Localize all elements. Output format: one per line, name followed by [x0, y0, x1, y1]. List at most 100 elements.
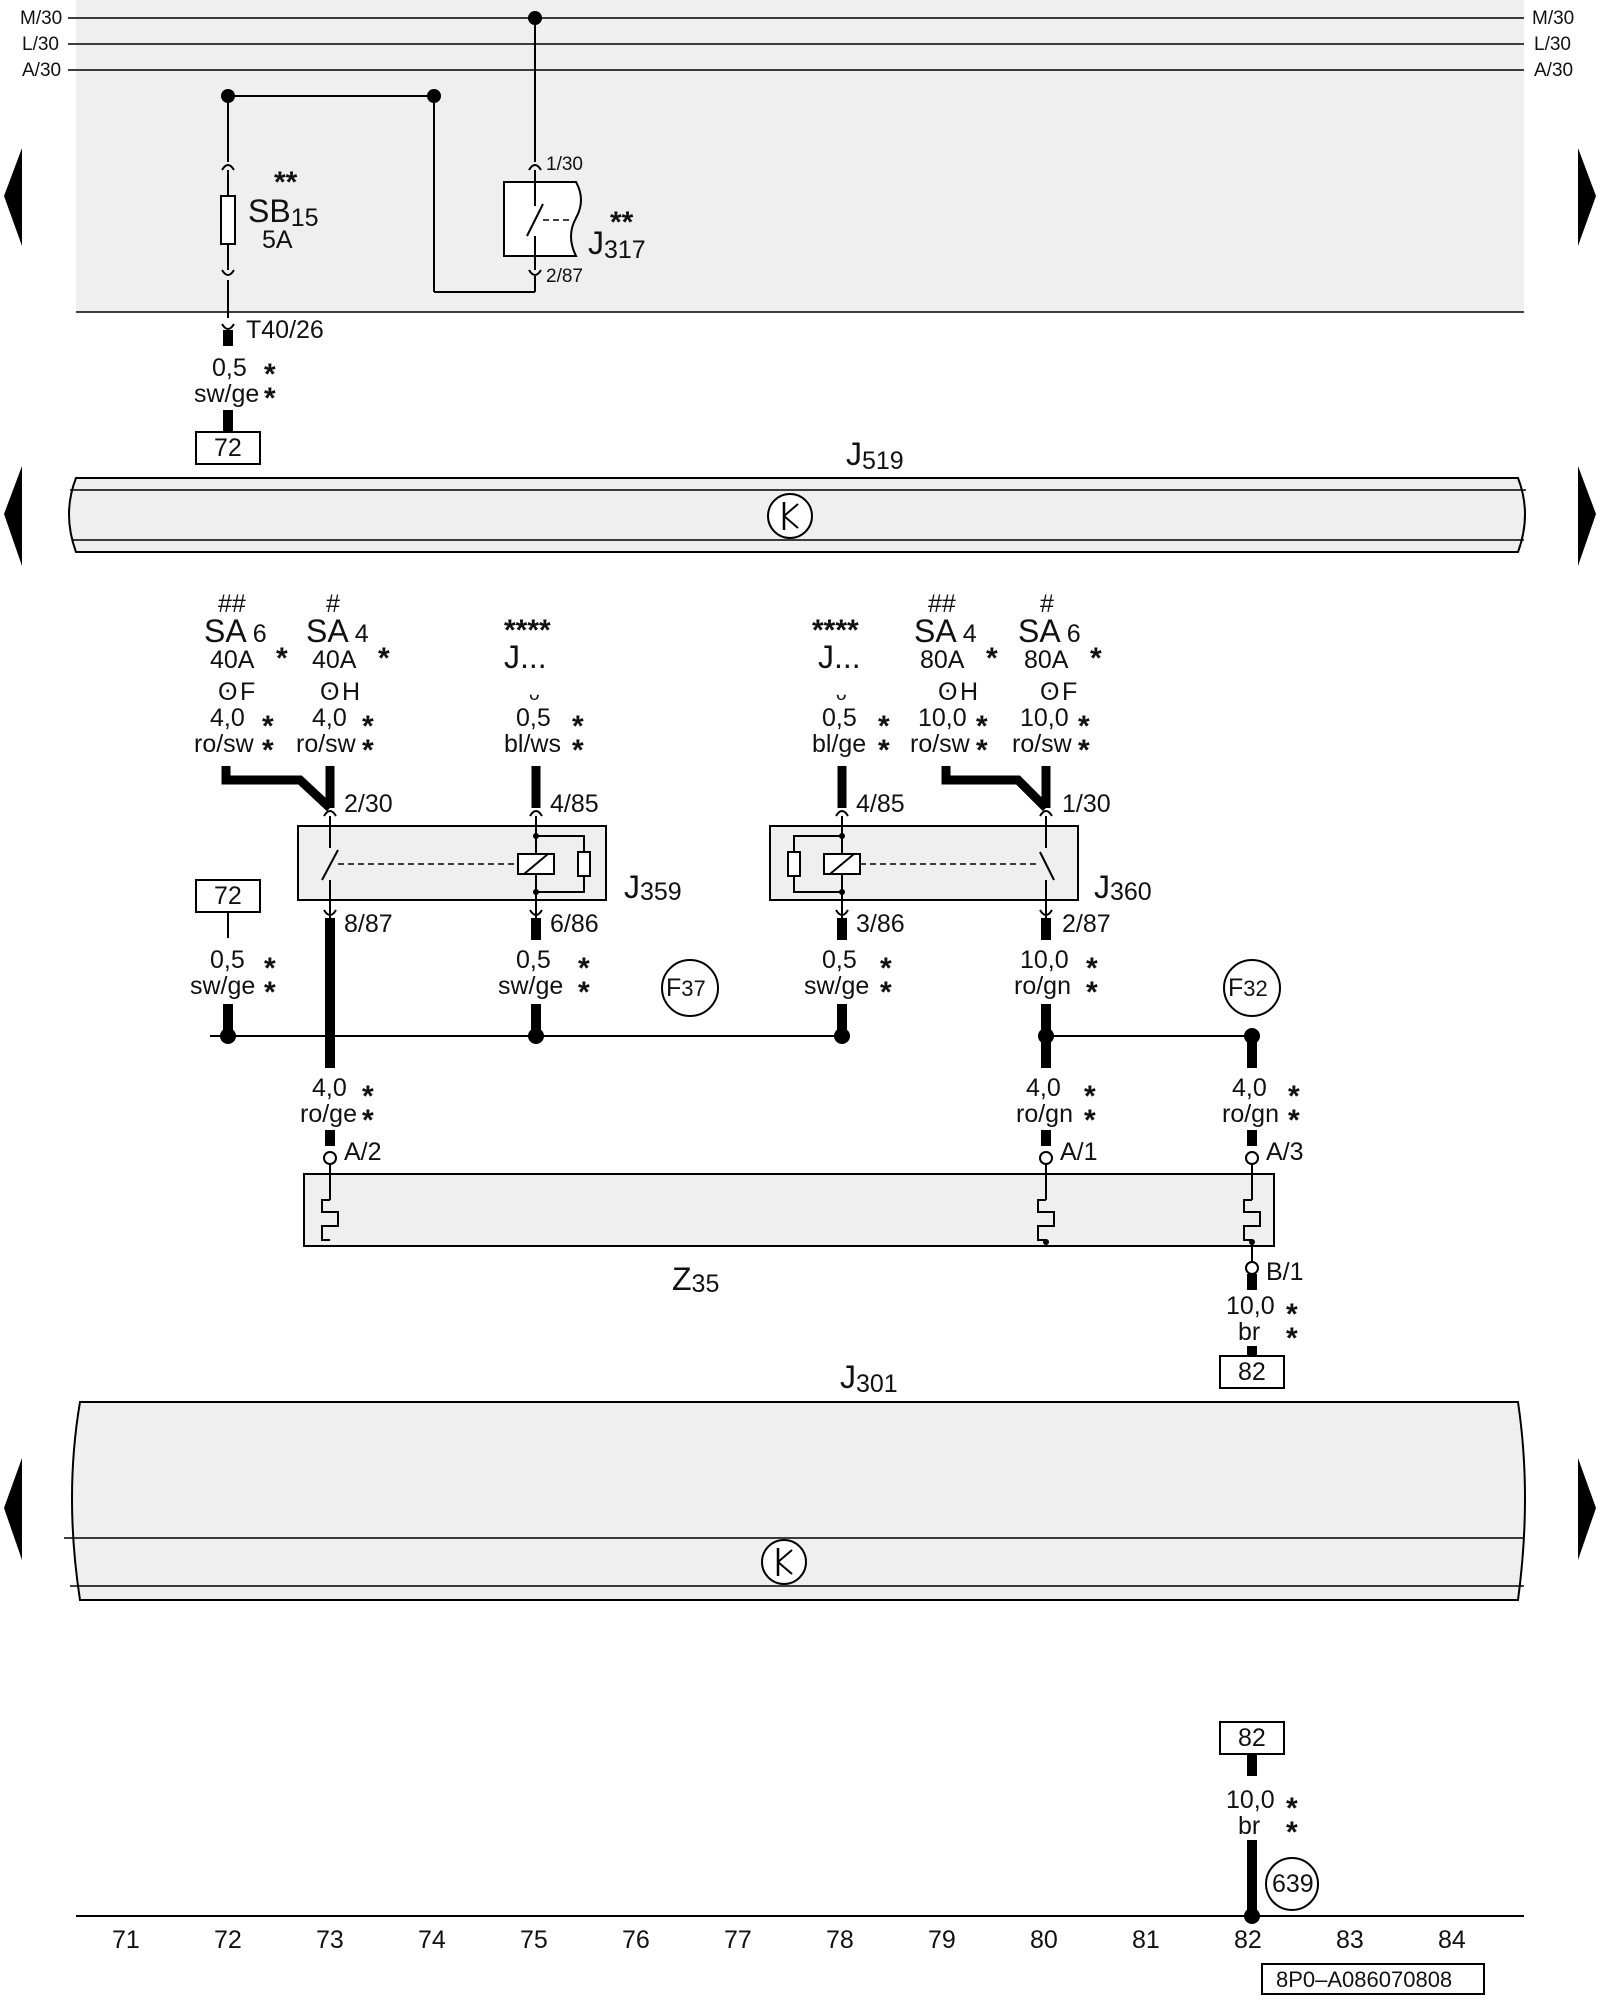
sb15-name: SB15 [248, 193, 319, 232]
j-left-name: J... [504, 639, 547, 675]
sa4-right-gauge: 10,0 [918, 704, 967, 732]
ref-82-z35-label[interactable]: 82 [1238, 1358, 1266, 1386]
mid-w4-gauge: 10,0 [1020, 946, 1069, 974]
ref-box-72-top[interactable] [195, 431, 261, 465]
mid-w6-s1: * [1084, 1080, 1096, 1113]
column-number: 84 [1438, 1926, 1466, 1954]
j301-control-unit [71, 1401, 1526, 1601]
mid-w1-color: sw/ge [190, 972, 255, 1000]
j-right-s1: * [878, 710, 890, 743]
mid-w3-s1: * [880, 952, 892, 985]
mid-w1-s1: * [264, 952, 276, 985]
j359-pin-4: 6/86 [550, 910, 599, 938]
relay-j359 [297, 825, 607, 901]
bottom-wire-gauge: 10,0 [1226, 1786, 1275, 1814]
mid-w2-s2: * [578, 976, 590, 1009]
sa4-right-hash: ## [928, 590, 956, 618]
mid-w2-gauge: 0,5 [516, 946, 551, 974]
sa4-left-lamp: H [342, 678, 360, 706]
ref-box-82-z35[interactable] [1219, 1355, 1285, 1389]
sa6-right-color: ro/sw [1012, 730, 1073, 758]
bus-a30-label-right: A/30 [1534, 60, 1573, 81]
j359-pin-3: 8/87 [344, 910, 393, 938]
sa4-right-lamp-icon: ʘ [938, 678, 957, 706]
fuse-sb15 [220, 195, 236, 245]
sa6-right-s1: * [1078, 710, 1090, 743]
z35-name: Z35 [672, 1261, 719, 1298]
relay-j360 [769, 825, 1079, 901]
sa6-left-star: * [276, 642, 288, 675]
sb15-stars: ** [274, 166, 298, 199]
sa4-left-star: * [378, 642, 390, 675]
z35-wire-s1: * [1286, 1298, 1298, 1331]
j-left-s1: * [572, 710, 584, 743]
j-right-connector-icon: ᴗ [836, 684, 847, 705]
mid-w2-color: sw/ge [498, 972, 563, 1000]
z35-wire-color: br [1238, 1318, 1260, 1346]
sa6-left-color: ro/sw [194, 730, 255, 758]
f32-marker [1223, 959, 1281, 1017]
column-number: 81 [1132, 1926, 1160, 1954]
mid-w6-gauge: 4,0 [1026, 1074, 1061, 1102]
nav-left-arrow-1[interactable] [4, 148, 22, 246]
top-wire-star2: * [264, 382, 276, 415]
top-wire-color: sw/ge [194, 380, 259, 408]
doc-id-box [1261, 1963, 1485, 1995]
bus-l30-label-right: L/30 [1534, 34, 1571, 55]
mid-w1-gauge: 0,5 [210, 946, 245, 974]
ref-72-top-label[interactable]: 72 [214, 434, 242, 462]
sa6-right-star: * [1090, 642, 1102, 675]
column-number: 71 [112, 1926, 140, 1954]
j-right-color: bl/ge [812, 730, 866, 758]
mid-w5-s2: * [362, 1104, 374, 1137]
f37-label: F37 [666, 974, 706, 1002]
sa4-right-s1: * [976, 710, 988, 743]
nav-left-arrow-3[interactable] [4, 1458, 22, 1560]
j301-ground-symbol [761, 1539, 807, 1585]
column-number: 77 [724, 1926, 752, 1954]
j519-ground-symbol [767, 493, 813, 539]
j359-pin-2: 4/85 [550, 790, 599, 818]
sa4-left-rating: 40A [312, 646, 357, 674]
column-number: 75 [520, 1926, 548, 1954]
ground-point-639-label: 639 [1272, 1870, 1314, 1898]
sa4-right-rating: 80A [920, 646, 965, 674]
mid-w1-s2: * [264, 976, 276, 1009]
j359-name: J359 [624, 869, 682, 906]
sa6-left-lamp-icon: ʘ [218, 678, 237, 706]
mid-w7-gauge: 4,0 [1232, 1074, 1267, 1102]
j317-pin-in: 1/30 [546, 154, 583, 175]
sa6-left-rating: 40A [210, 646, 255, 674]
relay-j317 [503, 181, 582, 257]
mid-w3-gauge: 0,5 [822, 946, 857, 974]
ref-box-82-bottom[interactable] [1219, 1721, 1285, 1755]
column-numbers: 71 72 73 74 75 76 77 78 79 80 81 82 83 8… [112, 1926, 1466, 1954]
j317-pin-out: 2/87 [546, 266, 583, 287]
mid-w5-color: ro/ge [300, 1100, 357, 1128]
j301-name: J301 [840, 1359, 898, 1398]
nav-left-arrow-2[interactable] [4, 466, 22, 566]
nav-right-arrow-1[interactable] [1578, 148, 1596, 246]
t40-connector-label: T40/26 [246, 316, 324, 344]
column-number: 83 [1336, 1926, 1364, 1954]
j519-name: J519 [846, 436, 904, 475]
sa6-right-rating: 80A [1024, 646, 1069, 674]
bus-m30-label-left: M/30 [20, 8, 62, 29]
mid-w6-color: ro/gn [1016, 1100, 1073, 1128]
bottom-wire-s2: * [1286, 1816, 1298, 1849]
ref-box-72-mid[interactable] [195, 879, 261, 913]
j-right-s2: * [878, 734, 890, 767]
ref-72-mid-label[interactable]: 72 [214, 882, 242, 910]
nav-right-arrow-2[interactable] [1578, 466, 1596, 566]
nav-right-arrow-3[interactable] [1578, 1458, 1596, 1560]
mid-w4-color: ro/gn [1014, 972, 1071, 1000]
sa6-left-s2: * [262, 734, 274, 767]
mid-w3-s2: * [880, 976, 892, 1009]
ref-82-bottom-label[interactable]: 82 [1238, 1724, 1266, 1752]
column-number: 74 [418, 1926, 446, 1954]
